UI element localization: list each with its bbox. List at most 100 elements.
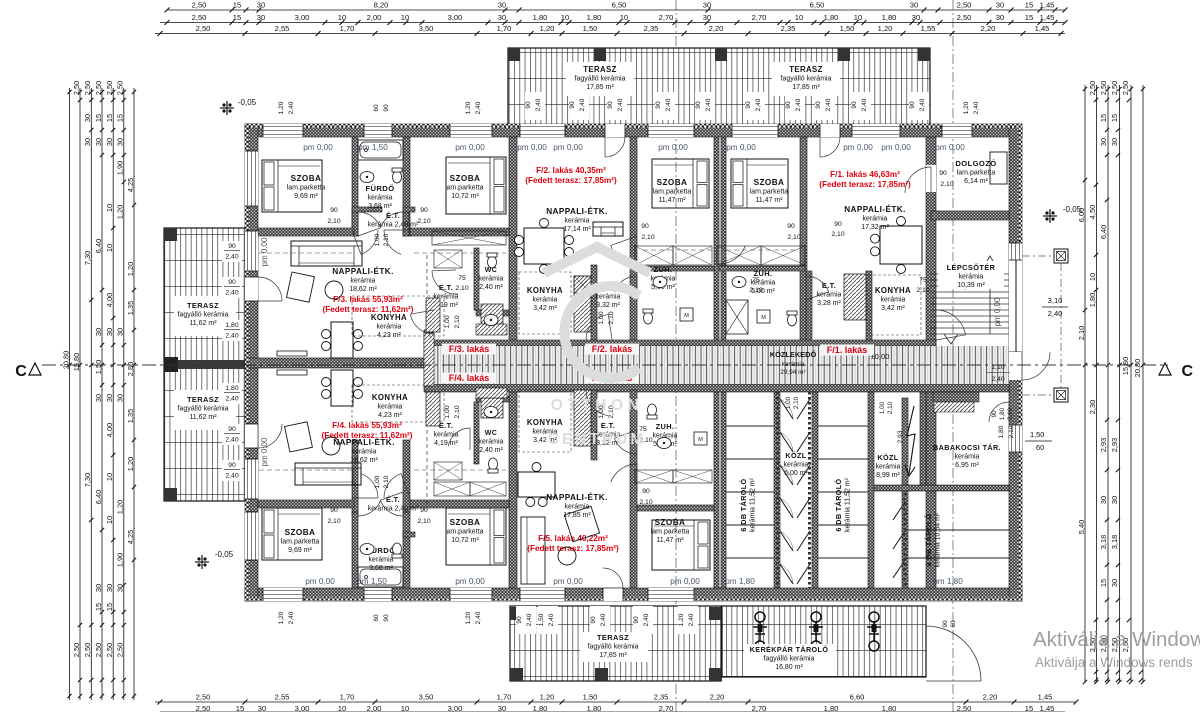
svg-text:3,42 m²: 3,42 m² xyxy=(881,305,905,312)
svg-text:3,50: 3,50 xyxy=(419,692,434,701)
svg-text:2,50: 2,50 xyxy=(116,81,125,95)
svg-text:kerámia: kerámia xyxy=(596,294,621,301)
svg-text:2,40: 2,40 xyxy=(225,290,238,297)
svg-text:90: 90 xyxy=(834,221,842,228)
svg-text:2,50: 2,50 xyxy=(196,692,211,701)
svg-text:2,50: 2,50 xyxy=(83,643,92,657)
svg-text:90: 90 xyxy=(228,462,236,469)
svg-text:90: 90 xyxy=(420,507,428,514)
svg-text:60: 60 xyxy=(373,614,380,622)
svg-text:90: 90 xyxy=(228,426,236,433)
svg-text:1,00: 1,00 xyxy=(444,405,451,418)
svg-text:18,62 m²: 18,62 m² xyxy=(350,457,378,464)
svg-text:2,50: 2,50 xyxy=(116,643,125,657)
svg-text:1,00: 1,00 xyxy=(598,311,605,324)
svg-text:E.T.: E.T. xyxy=(439,283,453,292)
svg-text:15,80: 15,80 xyxy=(1121,357,1130,376)
svg-text:18,62 m²: 18,62 m² xyxy=(349,286,377,293)
svg-text:KERÉKPÁR TÁROLÓ: KERÉKPÁR TÁROLÓ xyxy=(750,645,829,654)
svg-text:2,30: 2,30 xyxy=(1088,400,1097,414)
svg-text:10: 10 xyxy=(561,13,569,22)
svg-text:ZUH.: ZUH. xyxy=(654,265,673,274)
svg-text:C: C xyxy=(15,363,27,380)
svg-text:-0,05: -0,05 xyxy=(215,550,234,559)
svg-text:CENTRUM: CENTRUM xyxy=(548,431,647,448)
svg-text:pm 1,50: pm 1,50 xyxy=(357,577,387,586)
svg-text:30: 30 xyxy=(703,1,711,10)
svg-text:1,20: 1,20 xyxy=(540,692,555,701)
svg-text:90: 90 xyxy=(420,207,428,214)
svg-text:2,40 m²: 2,40 m² xyxy=(479,447,503,454)
svg-text:1,45: 1,45 xyxy=(1035,24,1050,33)
svg-text:2,40: 2,40 xyxy=(643,613,650,626)
svg-text:75: 75 xyxy=(639,426,647,433)
svg-text:2,10: 2,10 xyxy=(749,287,762,294)
svg-text:30: 30 xyxy=(105,328,114,336)
svg-text:3,32 m²: 3,32 m² xyxy=(596,440,620,447)
svg-text:KONYHA: KONYHA xyxy=(372,393,408,402)
svg-text:2,40: 2,40 xyxy=(705,98,712,111)
svg-text:lam.parketta: lam.parketta xyxy=(651,529,690,536)
svg-text:3,68 m²: 3,68 m² xyxy=(369,565,393,572)
svg-text:2,50: 2,50 xyxy=(72,81,81,95)
svg-text:2,40: 2,40 xyxy=(225,437,238,444)
svg-text:2,50: 2,50 xyxy=(83,81,92,95)
svg-text:17,32 m²: 17,32 m² xyxy=(861,224,889,231)
svg-text:1,50: 1,50 xyxy=(583,24,598,33)
svg-text:DOLGOZÓ: DOLGOZÓ xyxy=(955,159,996,168)
svg-text:kerámia 11,52 m²: kerámia 11,52 m² xyxy=(845,477,852,532)
svg-text:1,20: 1,20 xyxy=(126,457,135,471)
svg-text:BABAKOCSI TÁR.: BABAKOCSI TÁR. xyxy=(933,443,1001,452)
svg-text:30: 30 xyxy=(498,13,506,22)
svg-text:1,20: 1,20 xyxy=(878,24,893,33)
svg-text:2,40: 2,40 xyxy=(617,98,624,111)
svg-text:2,40: 2,40 xyxy=(225,254,238,261)
svg-text:pm 0,00: pm 0,00 xyxy=(553,143,583,152)
svg-text:2,00: 2,00 xyxy=(367,13,382,22)
svg-text:1,20: 1,20 xyxy=(278,101,285,114)
svg-text:KÖZL: KÖZL xyxy=(785,451,806,460)
svg-text:fagyálló kerámia: fagyálló kerámia xyxy=(575,76,626,83)
svg-text:NAPPALI-ÉTK.: NAPPALI-ÉTK. xyxy=(333,437,395,447)
svg-text:3,18: 3,18 xyxy=(1110,535,1119,549)
svg-text:ZUH.: ZUH. xyxy=(754,269,773,278)
svg-text:90: 90 xyxy=(785,101,792,109)
svg-text:90: 90 xyxy=(330,207,338,214)
svg-text:2,50: 2,50 xyxy=(1121,81,1130,95)
svg-text:KONYHA: KONYHA xyxy=(875,286,911,295)
svg-text:3,50: 3,50 xyxy=(419,24,434,33)
svg-text:3,00: 3,00 xyxy=(448,13,463,22)
svg-text:30: 30 xyxy=(83,114,92,122)
svg-text:fagyálló kerámia: fagyálló kerámia xyxy=(178,312,229,319)
svg-text:pm 0,00: pm 0,00 xyxy=(726,143,756,152)
svg-text:2,10: 2,10 xyxy=(940,181,953,188)
svg-text:2,50: 2,50 xyxy=(1099,638,1108,652)
svg-text:11,47 m²: 11,47 m² xyxy=(658,197,686,204)
svg-text:6 DB TÁROLÓ: 6 DB TÁROLÓ xyxy=(739,478,748,531)
svg-text:20,80: 20,80 xyxy=(1133,359,1142,378)
svg-text:3,42 m²: 3,42 m² xyxy=(533,437,557,444)
svg-text:2,10: 2,10 xyxy=(383,233,390,246)
svg-text:3,28 m²: 3,28 m² xyxy=(817,300,841,307)
svg-text:2,93: 2,93 xyxy=(1099,438,1108,452)
svg-text:kerámia: kerámia xyxy=(876,464,901,471)
svg-text:OTTHON: OTTHON xyxy=(551,397,643,414)
svg-text:90: 90 xyxy=(942,620,949,628)
svg-text:1,45: 1,45 xyxy=(1040,13,1055,22)
svg-text:2,50: 2,50 xyxy=(1099,81,1108,95)
svg-text:kerámia: kerámia xyxy=(378,404,403,411)
svg-text:8,99 m²: 8,99 m² xyxy=(876,472,900,479)
svg-text:4,23 m²: 4,23 m² xyxy=(377,332,401,339)
svg-text:90: 90 xyxy=(569,101,576,109)
svg-text:kerámia: kerámia xyxy=(565,218,590,225)
svg-text:15: 15 xyxy=(1025,1,1033,10)
svg-text:pm 0,00: pm 0,00 xyxy=(455,577,485,586)
svg-text:1,20: 1,20 xyxy=(126,262,135,276)
svg-text:90: 90 xyxy=(655,101,662,109)
svg-text:LÉPCSŐTÉR: LÉPCSŐTÉR xyxy=(947,263,996,272)
svg-text:17,85 m²: 17,85 m² xyxy=(599,652,627,659)
svg-text:7,30: 7,30 xyxy=(83,251,92,265)
svg-text:1,20: 1,20 xyxy=(116,205,125,219)
svg-text:2,10: 2,10 xyxy=(639,499,652,506)
svg-text:15: 15 xyxy=(105,114,114,122)
